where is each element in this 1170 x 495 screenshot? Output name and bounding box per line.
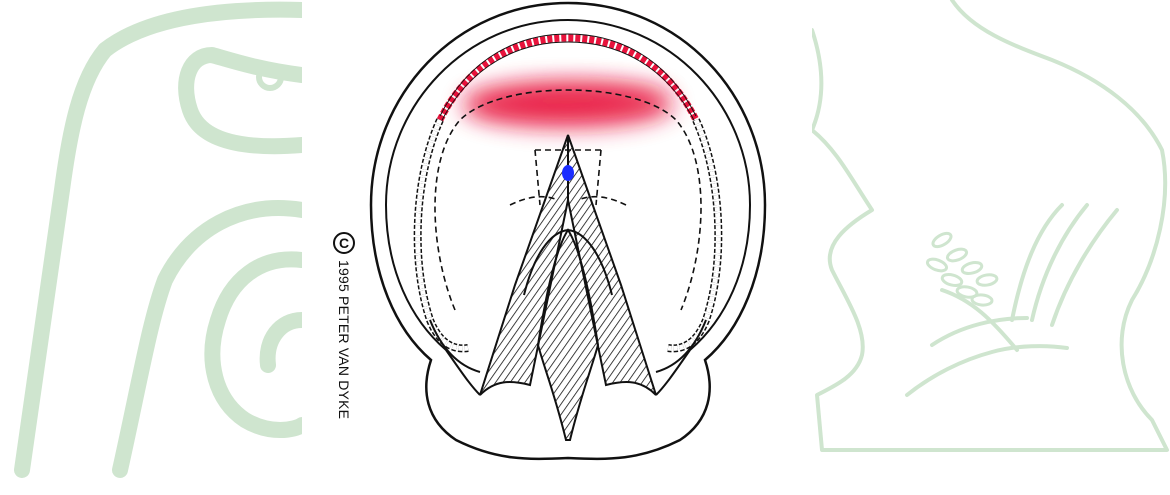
elephant-watermark-icon xyxy=(0,0,302,495)
blue-dot-icon xyxy=(562,165,574,181)
plant-watermark-icon xyxy=(812,0,1170,495)
copyright-text: 1995 PETER VAN DYKE xyxy=(336,260,352,419)
copyright-credit: C 1995 PETER VAN DYKE xyxy=(331,232,357,462)
hoof-sole-diagram xyxy=(360,0,780,470)
copyright-icon: C xyxy=(333,232,355,254)
